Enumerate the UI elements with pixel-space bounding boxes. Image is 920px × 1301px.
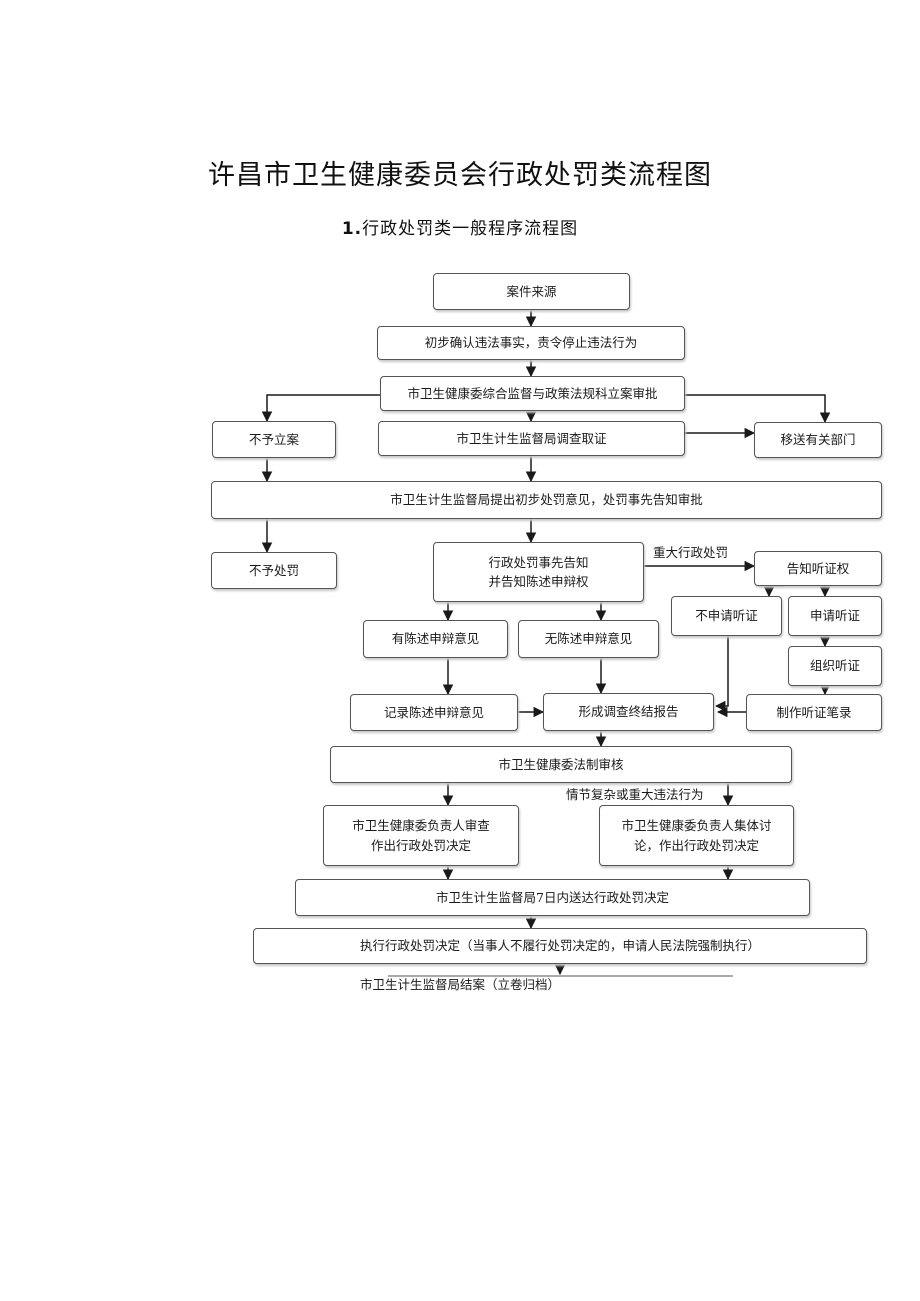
node-collective-discussion: 市卫生健康委负责人集体讨 论，作出行政处罚决定 — [599, 805, 794, 866]
arrow-hearing-notice-to-no-request — [763, 585, 784, 598]
node-record-statement: 记录陈述申辩意见 — [350, 694, 518, 731]
node-no-filing: 不予立案 — [212, 421, 336, 458]
subtitle-text: 行政处罚类一般程序流程图 — [362, 219, 579, 239]
arrow-no-request-to-report — [714, 636, 729, 712]
node-legal-review: 市卫生健康委法制审核 — [330, 746, 792, 783]
node-closure: 市卫生计生监督局结案（立卷归档） — [359, 977, 560, 992]
arrow-approval-to-no-filing — [261, 394, 380, 423]
node-confirm-violation-label: 初步确认违法事实，责令停止违法行为 — [424, 335, 638, 351]
node-hearing-request: 申请听证 — [788, 596, 882, 636]
node-no-statement-opinion-label: 无陈述申辩意见 — [544, 631, 633, 647]
node-organize-hearing-label: 组织听证 — [809, 658, 860, 674]
node-final-report: 形成调查终结报告 — [543, 693, 714, 731]
node-hearing-request-label: 申请听证 — [809, 608, 860, 624]
node-prior-notice-line2: 并告知陈述申辩权 — [488, 574, 589, 589]
node-execution-label: 执行行政处罚决定（当事人不履行处罚决定的，申请人民法院强制执行） — [359, 938, 760, 954]
arrow-approval-to-transfer — [685, 394, 831, 424]
node-statement-opinion: 有陈述申辩意见 — [363, 620, 508, 658]
node-leader-review-line2: 作出行政处罚决定 — [370, 837, 471, 853]
node-investigation: 市卫生计生监督局调查取证 — [378, 421, 685, 456]
node-case-source-label: 案件来源 — [506, 283, 557, 299]
node-leader-review: 市卫生健康委负责人审查 作出行政处罚决定 — [323, 805, 519, 866]
node-case-source: 案件来源 — [433, 273, 630, 310]
node-no-filing-label: 不予立案 — [248, 431, 299, 447]
node-collective-line2: 论，作出行政处罚决定 — [633, 837, 759, 853]
node-legal-review-label: 市卫生健康委法制审核 — [498, 756, 624, 772]
node-no-hearing-request-label: 不申请听证 — [695, 608, 758, 624]
node-delivery-label: 市卫生计生监督局7日内送达行政处罚决定 — [436, 889, 669, 905]
edge-label-major-penalty: 重大行政处罚 — [653, 545, 729, 560]
node-delivery: 市卫生计生监督局7日内送达行政处罚决定 — [295, 879, 810, 916]
node-filing-approval-label: 市卫生健康委综合监督与政策法规科立案审批 — [407, 385, 658, 401]
node-final-report-label: 形成调查终结报告 — [578, 704, 679, 720]
node-no-hearing-request: 不申请听证 — [671, 596, 782, 636]
node-execution: 执行行政处罚决定（当事人不履行处罚决定的，申请人民法院强制执行） — [253, 928, 867, 964]
node-no-statement-opinion: 无陈述申辩意见 — [518, 620, 659, 658]
node-filing-approval: 市卫生健康委综合监督与政策法规科立案审批 — [380, 376, 685, 411]
node-no-penalty: 不予处罚 — [211, 552, 337, 589]
page-subtitle: 1.行政处罚类一般程序流程图 — [0, 214, 920, 239]
node-leader-review-line1: 市卫生健康委负责人审查 — [352, 818, 490, 834]
node-organize-hearing: 组织听证 — [788, 646, 882, 686]
edge-label-complex-case: 情节复杂或重大违法行为 — [566, 787, 704, 802]
subtitle-number: 1. — [341, 219, 363, 239]
node-record-statement-label: 记录陈述申辩意见 — [383, 704, 484, 720]
node-statement-opinion-label: 有陈述申辩意见 — [391, 631, 480, 647]
page-title: 许昌市卫生健康委员会行政处罚类流程图 — [208, 160, 712, 191]
node-prior-notice-line1: 行政处罚事先告知 — [488, 554, 589, 570]
node-hearing-notice: 告知听证权 — [754, 551, 882, 586]
node-hearing-record-label: 制作听证笔录 — [776, 704, 852, 720]
node-hearing-record: 制作听证笔录 — [746, 694, 882, 731]
node-no-penalty-label: 不予处罚 — [248, 562, 299, 578]
node-transfer: 移送有关部门 — [754, 422, 882, 458]
node-collective-line1: 市卫生健康委负责人集体讨 — [621, 818, 772, 834]
node-confirm-violation: 初步确认违法事实，责令停止违法行为 — [377, 326, 685, 360]
node-hearing-notice-label: 告知听证权 — [786, 560, 850, 576]
node-transfer-label: 移送有关部门 — [780, 432, 856, 448]
node-prior-notice: 行政处罚事先告知 并告知陈述申辩权 — [433, 542, 644, 602]
node-investigation-label: 市卫生计生监督局调查取证 — [456, 430, 607, 446]
node-preliminary-opinion: 市卫生计生监督局提出初步处罚意见，处罚事先告知审批 — [211, 481, 882, 519]
node-preliminary-opinion-label: 市卫生计生监督局提出初步处罚意见，处罚事先告知审批 — [390, 492, 703, 508]
